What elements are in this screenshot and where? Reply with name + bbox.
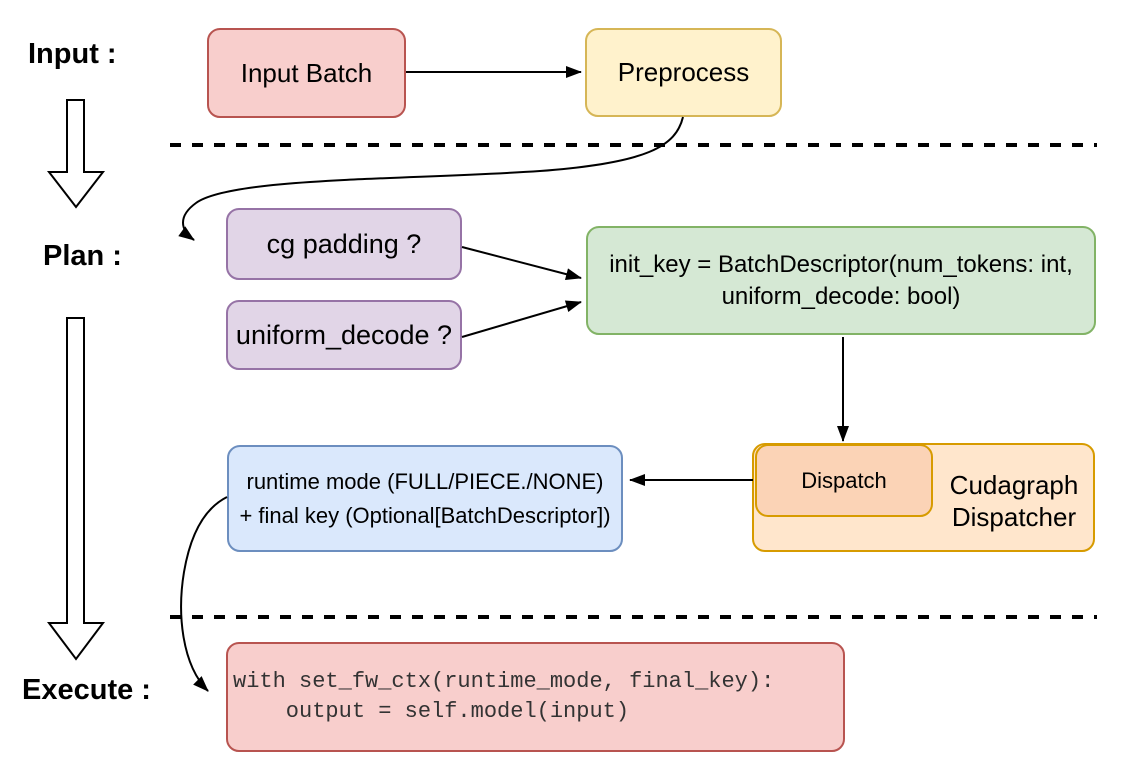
execute-code-line1: with set_fw_ctx(runtime_mode, final_key)… (233, 669, 775, 694)
connector-uniform-decode-to-init-key (461, 300, 582, 338)
stage-label-input: Input : (28, 38, 117, 70)
execute-code-line2: output = self.model(input) (233, 699, 630, 724)
cudagraph-label-line2: Dispatcher (951, 502, 1077, 532)
node-execute-code: with set_fw_ctx(runtime_mode, final_key)… (226, 642, 845, 752)
cudagraph-label-line1: Cudagraph (949, 470, 1079, 500)
stage-label-execute: Execute : (22, 674, 151, 706)
node-input-batch-label: Input Batch (240, 57, 373, 88)
node-cg-padding-label: cg padding ? (266, 228, 422, 259)
runtime-mode-line1: runtime mode (FULL/PIECE./NONE) (246, 468, 604, 494)
node-preprocess-label: Preprocess (617, 57, 750, 87)
node-init-key: init_key = BatchDescriptor(num_tokens: i… (586, 226, 1096, 335)
node-runtime-mode-final-key: runtime mode (FULL/PIECE./NONE) + final … (227, 445, 623, 552)
node-uniform-decode: uniform_decode ? (226, 300, 462, 370)
node-dispatch-label: Dispatch (801, 467, 887, 493)
node-dispatch: Dispatch (755, 444, 933, 517)
runtime-mode-line2: + final key (Optional[BatchDescriptor]) (239, 502, 611, 528)
stage-label-plan: Plan : (43, 240, 122, 272)
connector-cg-padding-to-init-key (461, 246, 582, 281)
node-input-batch: Input Batch (207, 28, 406, 118)
node-init-key-line2: uniform_decode: bool) (721, 282, 961, 310)
flow-arrow-input-to-plan (46, 99, 106, 209)
node-preprocess: Preprocess (585, 28, 782, 117)
node-init-key-line1: init_key = BatchDescriptor(num_tokens: i… (609, 250, 1073, 278)
cudagraph-dispatcher-label: Cudagraph Dispatcher (935, 445, 1093, 550)
node-cg-padding: cg padding ? (226, 208, 462, 280)
node-uniform-decode-label: uniform_decode ? (235, 319, 453, 350)
flow-arrow-plan-to-execute (47, 317, 105, 661)
connector-runtime-mode-to-execute-code (180, 496, 228, 692)
